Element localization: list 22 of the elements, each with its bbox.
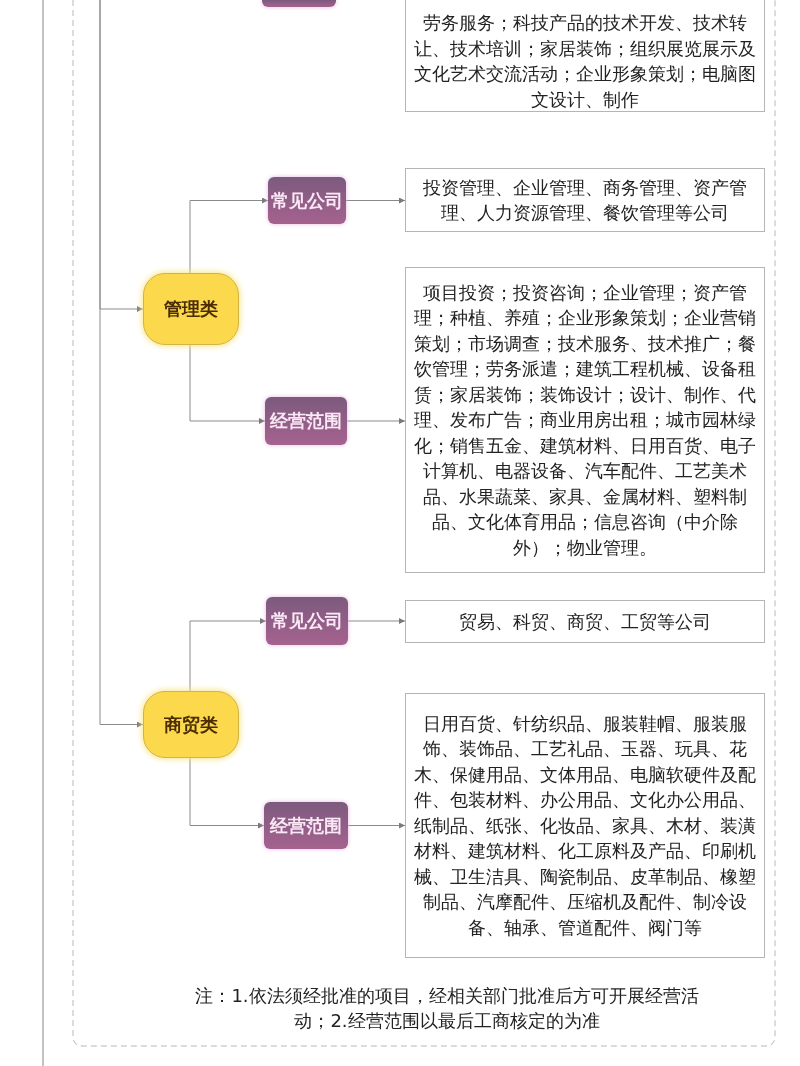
- connector-arrow: [347, 822, 406, 829]
- connector-arrow: [189, 618, 267, 692]
- text-box: 日用百货、针纺织品、服装鞋帽、服装服饰、装饰品、工艺礼品、玉器、玩具、花木、保健用品、文体用品、电脑软硬件及配件、包装材料、办公用品、文化办公用品、纸制品、纸张、化妆品、家具、木材、装潢材料、建筑材料、化工原料及产品、印刷机械、卫生洁具、陶瓷制品、皮革制品、橡塑制品、汽摩配件、压缩机及配件、制冷设备、轴承、管道配件、阀门等: [405, 693, 765, 958]
- connector-arrow: [346, 418, 406, 424]
- subtopic-node: 常见公司: [266, 597, 348, 645]
- category-node: 商贸类: [143, 691, 239, 758]
- category-node: 管理类: [143, 273, 239, 345]
- connector-arrow: [189, 197, 269, 274]
- connector-arrow: [189, 344, 266, 424]
- note-text: 注：1.依法须经批准的项目，经相关部门批准后方可开展经营活动；2.经营范围以最后工商核定的为准: [194, 984, 700, 1033]
- connector-arrow: [99, 0, 144, 728]
- subtopic-node: 经营范围: [265, 397, 347, 445]
- connector-arrow: [347, 618, 406, 624]
- text-box: 项目投资；投资咨询；企业管理；资产管理；种植、养殖；企业形象策划；企业营销策划；市场调查；技术服务、技术推广；餐饮管理；劳务派遣；建筑工程机械、设备租赁；家居装饰；装饰设计；设计、制作、代理、发布广告；商业用房出租；城市园林绿化；销售五金、建筑材料、日用百货、电子计算机、电器设备、汽车配件、工艺美术品、水果蔬菜、家具、金属材料、塑料制品、文化体育用品；信息咨询（中介除外）；物业管理。: [405, 267, 765, 573]
- connector-arrow: [345, 197, 406, 204]
- subtopic-node: 经营范围: [264, 802, 348, 849]
- text-box: 投资管理、企业管理、商务管理、资产管理、人力资源管理、餐饮管理等公司: [405, 168, 765, 232]
- text-box: 劳务服务；科技产品的技术开发、技术转让、技术培训；家居装饰；组织展览展示及文化艺术交流活动；企业形象策划；电脑图文设计、制作: [405, 0, 765, 112]
- subtopic-node: 常见公司: [268, 177, 346, 224]
- connector-arrow: [189, 757, 265, 829]
- text-box: 贸易、科贸、商贸、工贸等公司: [405, 600, 765, 643]
- subtopic-node: [262, 0, 336, 7]
